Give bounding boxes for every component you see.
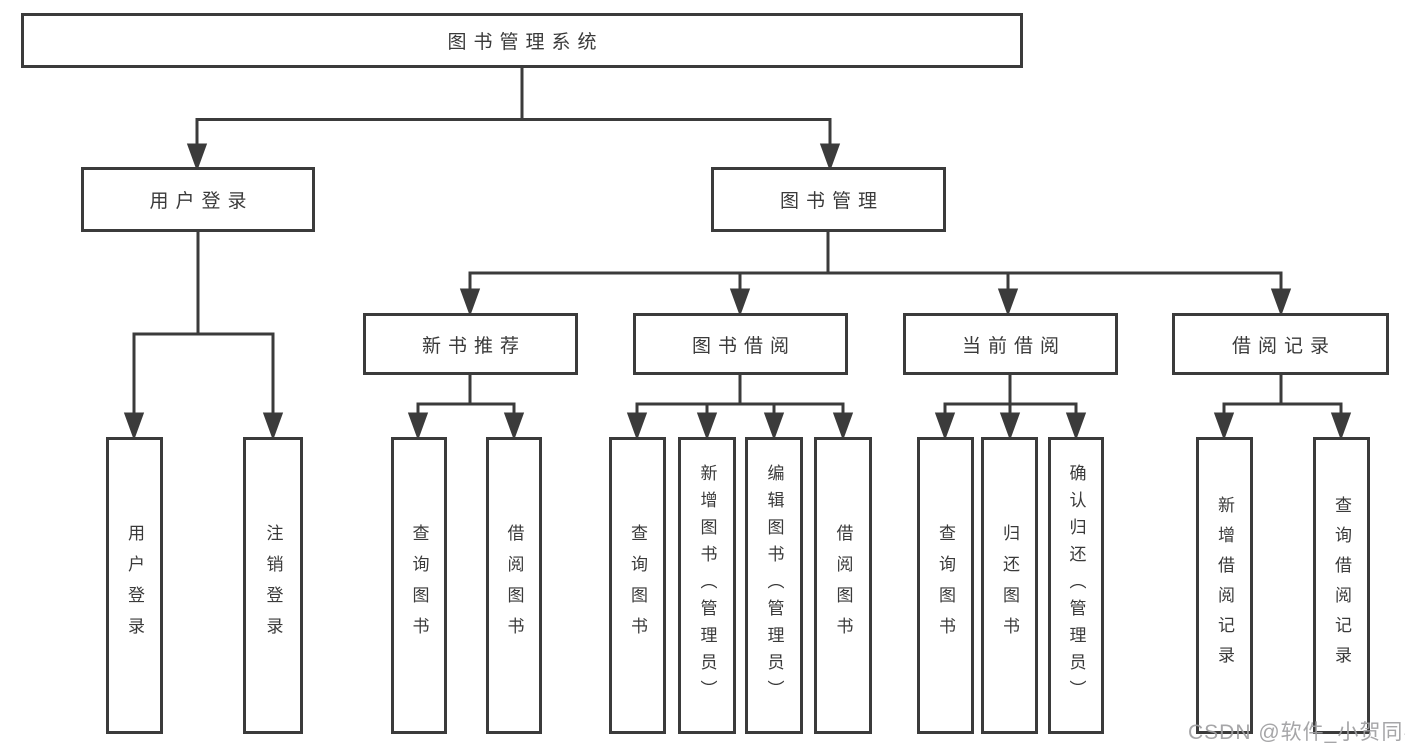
csdn-watermark: CSDN @软件_小贺同学: [1188, 721, 1405, 744]
leaf-query-books-3-label: 查询图书: [936, 523, 955, 648]
node-current-borrow-label: 当前借阅: [961, 335, 1066, 357]
node-book-management: 图书管理: [711, 167, 946, 232]
leaf-add-borrow-record-label: 新增借阅记录: [1215, 495, 1234, 676]
node-book-borrow: 图书借阅: [633, 313, 848, 375]
leaf-confirm-return-admin: 确认归还（管理员）: [1048, 437, 1104, 734]
connector-group-current-borrow: [934, 375, 1087, 441]
leaf-query-books-3: 查询图书: [917, 437, 974, 734]
leaf-user-login-label: 用户登录: [125, 523, 144, 648]
connector-group-user-login: [123, 232, 284, 441]
arrowhead: [262, 412, 284, 441]
node-new-book-recommend-label: 新书推荐: [421, 335, 526, 357]
connector-group-root: [186, 68, 841, 172]
arrowhead: [696, 412, 718, 441]
leaf-edit-book-admin: 编辑图书（管理员）: [745, 437, 803, 734]
node-user-login-label: 用户登录: [149, 191, 254, 212]
node-root-label: 图书管理系统: [447, 32, 604, 53]
arrowhead: [626, 412, 648, 441]
leaf-return-books-label: 归还图书: [1000, 523, 1019, 648]
node-book-borrow-label: 图书借阅: [691, 335, 796, 357]
leaf-borrow-books-1-label: 借阅图书: [504, 523, 524, 648]
arrowhead: [997, 288, 1019, 317]
arrowhead: [1330, 412, 1352, 441]
leaf-edit-book-admin-label: 编辑图书（管理员）: [764, 464, 784, 707]
leaf-add-borrow-record: 新增借阅记录: [1196, 437, 1253, 734]
leaf-borrow-books-1: 借阅图书: [486, 437, 542, 734]
node-user-login: 用户登录: [81, 167, 315, 232]
connector-group-book-management: [459, 232, 1292, 317]
connector-group-new-book: [407, 375, 525, 441]
leaf-query-books-1: 查询图书: [391, 437, 447, 734]
arrowhead: [832, 412, 854, 441]
arrowhead: [1270, 288, 1292, 317]
arrowhead: [459, 288, 481, 317]
arrowhead: [186, 143, 208, 172]
node-new-book-recommend: 新书推荐: [363, 313, 578, 375]
leaf-query-books-2-label: 查询图书: [628, 523, 647, 648]
arrowhead: [763, 412, 785, 441]
arrowhead: [729, 288, 751, 317]
leaf-logout-label: 注销登录: [263, 523, 283, 648]
leaf-confirm-return-admin-label: 确认归还（管理员）: [1066, 464, 1086, 707]
leaf-borrow-books-2: 借阅图书: [814, 437, 872, 734]
arrowhead: [407, 412, 429, 441]
leaf-query-borrow-record: 查询借阅记录: [1313, 437, 1370, 734]
leaf-add-book-admin: 新增图书（管理员）: [678, 437, 736, 734]
arrowhead: [123, 412, 145, 441]
leaf-query-books-2: 查询图书: [609, 437, 666, 734]
arrowhead: [1213, 412, 1235, 441]
leaf-query-borrow-record-label: 查询借阅记录: [1332, 495, 1351, 676]
arrowhead: [934, 412, 956, 441]
node-current-borrow: 当前借阅: [903, 313, 1118, 375]
connector-group-borrow-records: [1213, 375, 1352, 441]
connector-group-book-borrow: [626, 375, 854, 441]
node-borrow-records-label: 借阅记录: [1231, 335, 1336, 357]
arrowhead: [1065, 412, 1087, 441]
node-root: 图书管理系统: [21, 13, 1023, 68]
leaf-query-books-1-label: 查询图书: [409, 523, 429, 648]
leaf-logout: 注销登录: [243, 437, 303, 734]
arrowhead: [819, 143, 841, 172]
leaf-user-login: 用户登录: [106, 437, 163, 734]
node-book-management-label: 图书管理: [779, 191, 884, 212]
arrowhead: [503, 412, 525, 441]
leaf-borrow-books-2-label: 借阅图书: [833, 523, 853, 648]
node-borrow-records: 借阅记录: [1172, 313, 1389, 375]
arrowhead: [999, 412, 1021, 441]
leaf-add-book-admin-label: 新增图书（管理员）: [697, 464, 717, 707]
leaf-return-books: 归还图书: [981, 437, 1038, 734]
